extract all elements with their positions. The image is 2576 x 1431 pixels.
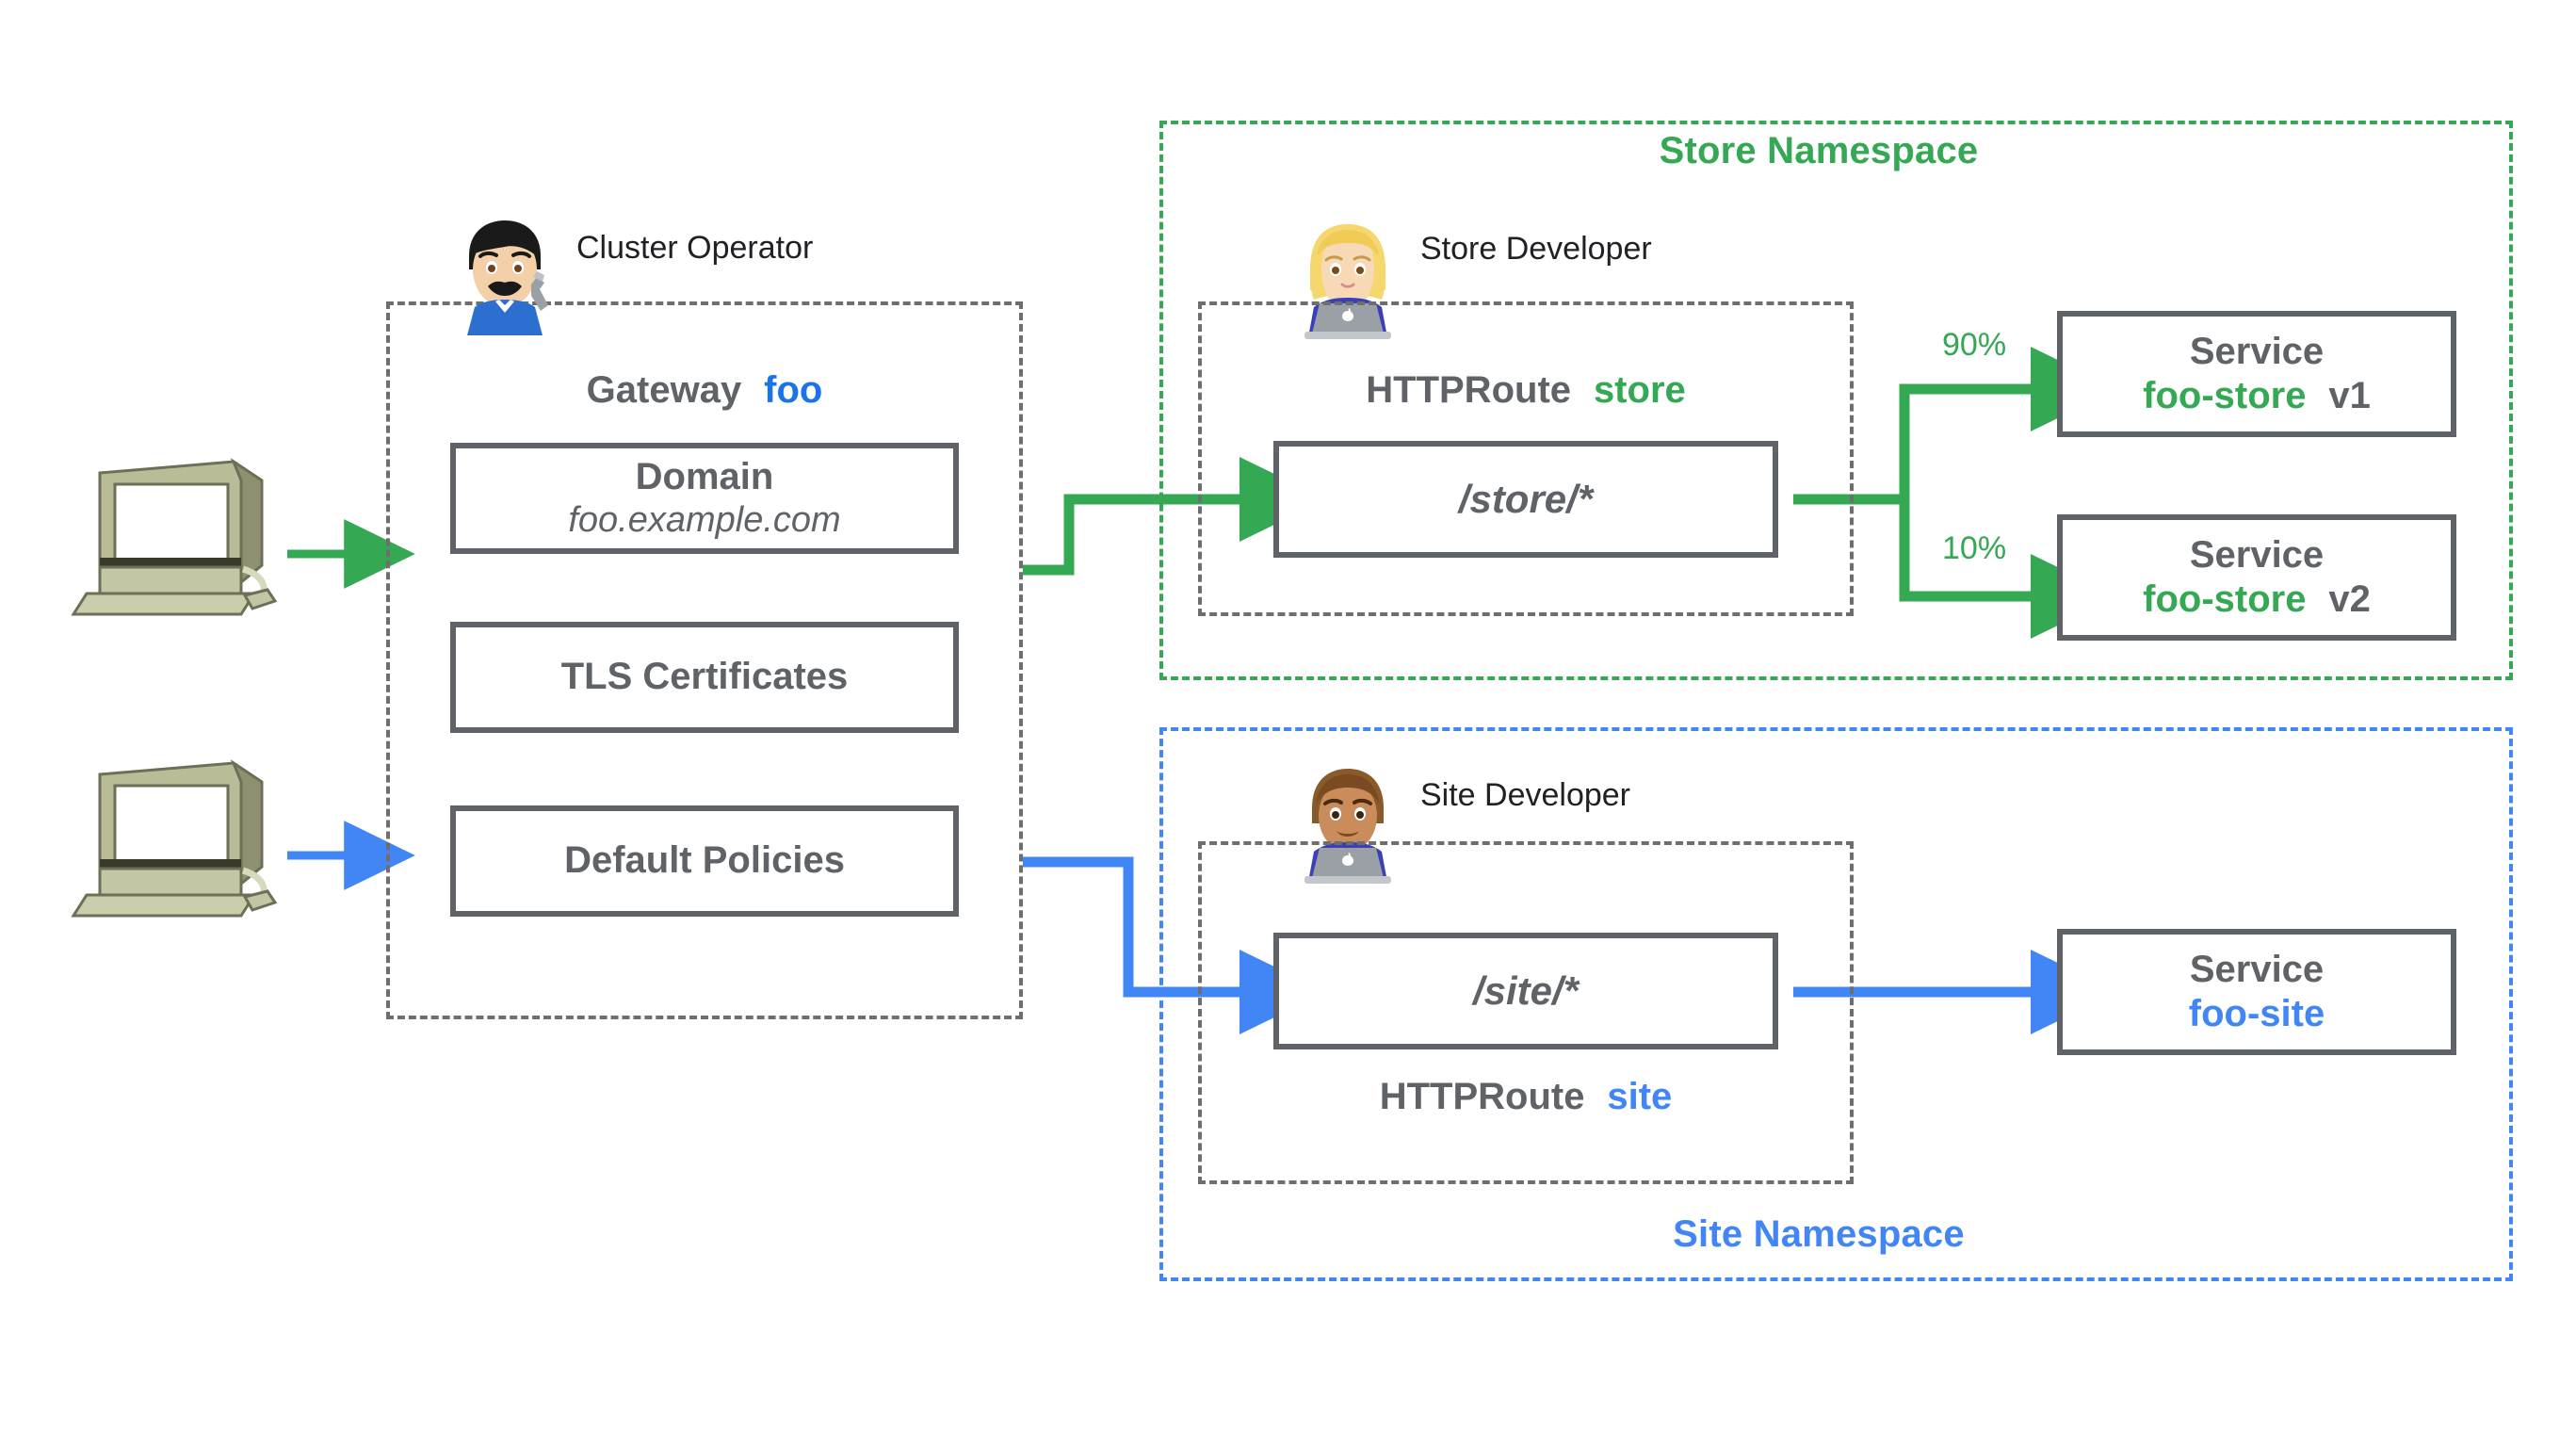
httproute-site-title-prefix: HTTPRoute bbox=[1379, 1076, 1585, 1117]
service-foo-store-v2-kind: Service bbox=[2189, 533, 2325, 576]
service-foo-site[interactable]: Service foo-site bbox=[2057, 929, 2456, 1055]
client-computer-2 bbox=[71, 754, 278, 923]
gateway-item-tls-certificates[interactable]: TLS Certificates bbox=[450, 622, 959, 733]
gateway-item-tls-title: TLS Certificates bbox=[560, 656, 849, 698]
gateway-title: Gateway foo bbox=[386, 369, 1023, 412]
service-foo-store-v1-kind: Service bbox=[2189, 330, 2325, 372]
gateway-item-policies-title: Default Policies bbox=[564, 839, 845, 882]
service-foo-store-v2-name: foo-store v2 bbox=[2143, 577, 2371, 622]
namespace-store bbox=[1159, 121, 2513, 680]
service-foo-store-v1-name: foo-store v1 bbox=[2143, 374, 2371, 418]
site-developer-label: Site Developer bbox=[1420, 777, 1631, 813]
gateway-item-domain-value: foo.example.com bbox=[568, 499, 841, 540]
service-foo-store-v2[interactable]: Service foo-store v2 bbox=[2057, 514, 2456, 641]
service-foo-store-v2-version: v2 bbox=[2328, 578, 2371, 620]
cluster-operator-avatar bbox=[452, 215, 558, 335]
namespace-site bbox=[1159, 727, 2513, 1281]
weight-label-10: 10% bbox=[1942, 530, 2007, 566]
man-mechanic-icon bbox=[467, 220, 548, 335]
service-foo-site-kind: Service bbox=[2189, 948, 2325, 990]
httproute-site-title: HTTPRoute site bbox=[1198, 1076, 1854, 1118]
route-rule-store-path-value: /store/* bbox=[1458, 477, 1594, 521]
route-rule-store-path[interactable]: /store/* bbox=[1273, 441, 1778, 558]
gateway-item-domain[interactable]: Domain foo.example.com bbox=[450, 443, 959, 554]
namespace-site-title: Site Namespace bbox=[1673, 1213, 1965, 1255]
service-foo-store-v1-version: v1 bbox=[2328, 375, 2371, 416]
route-rule-site-path[interactable]: /site/* bbox=[1273, 933, 1778, 1049]
gateway-container bbox=[386, 301, 1023, 1019]
store-developer-label: Store Developer bbox=[1420, 231, 1652, 267]
service-foo-site-name-text: foo-site bbox=[2188, 993, 2325, 1034]
gateway-item-default-policies[interactable]: Default Policies bbox=[450, 805, 959, 917]
httproute-site-title-name: site bbox=[1607, 1076, 1673, 1117]
site-developer-avatar bbox=[1295, 761, 1401, 884]
httproute-site-container bbox=[1198, 841, 1854, 1184]
woman-technologist-icon bbox=[1304, 224, 1391, 339]
service-foo-site-name: foo-site bbox=[2189, 992, 2325, 1036]
httproute-store-title-name: store bbox=[1593, 369, 1686, 411]
gateway-title-prefix: Gateway bbox=[586, 369, 742, 411]
httproute-store-title-prefix: HTTPRoute bbox=[1366, 369, 1572, 411]
route-rule-site-path-value: /site/* bbox=[1472, 968, 1580, 1013]
cluster-operator-label: Cluster Operator bbox=[576, 230, 814, 266]
gateway-title-name: foo bbox=[764, 369, 823, 411]
httproute-store-container bbox=[1198, 301, 1854, 616]
client-computer-1 bbox=[71, 452, 278, 622]
man-technologist-icon bbox=[1304, 769, 1391, 884]
service-foo-store-v1[interactable]: Service foo-store v1 bbox=[2057, 311, 2456, 437]
service-foo-store-v1-name-text: foo-store bbox=[2143, 375, 2307, 416]
store-developer-avatar bbox=[1295, 217, 1401, 339]
desktop-computer-icon bbox=[71, 458, 278, 616]
desktop-computer-icon bbox=[71, 759, 278, 918]
service-foo-store-v2-name-text: foo-store bbox=[2143, 578, 2307, 620]
gateway-item-domain-title: Domain bbox=[635, 455, 774, 497]
httproute-store-title: HTTPRoute store bbox=[1198, 369, 1854, 412]
namespace-store-title: Store Namespace bbox=[1659, 130, 1979, 171]
weight-label-90: 90% bbox=[1942, 327, 2007, 363]
